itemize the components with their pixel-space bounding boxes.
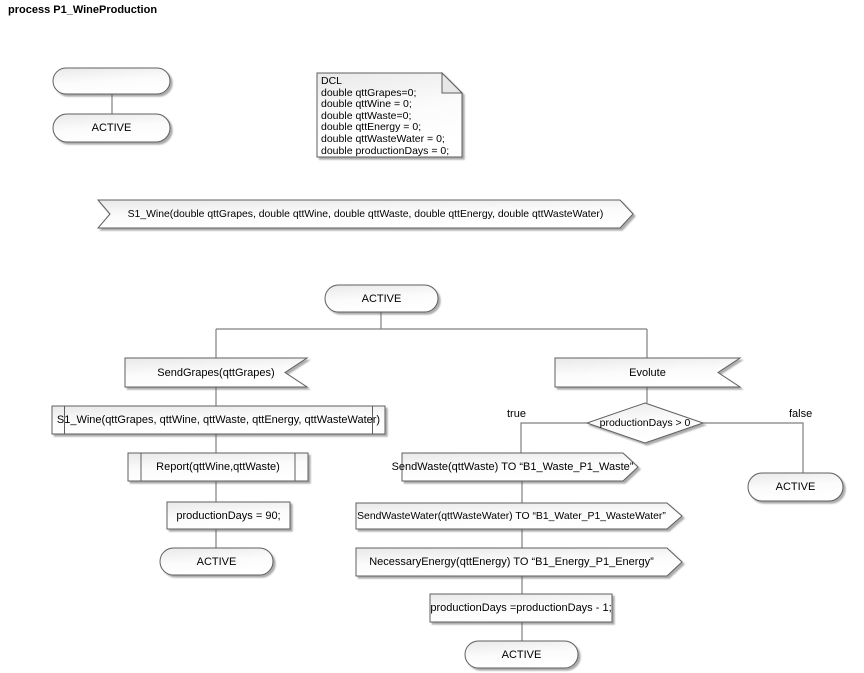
procedure-report-sidelines (140, 453, 296, 481)
procedure-s1wine-shape[interactable] (51, 405, 386, 435)
dcl-note-fold (441, 71, 464, 94)
dcl-note-shape[interactable] (316, 72, 463, 158)
dcl-line: double qttWasteWater = 0; (321, 132, 445, 145)
initial-state-shape[interactable] (52, 113, 171, 143)
branch-false-label: false (789, 408, 813, 420)
procedure-report-shape[interactable] (127, 452, 309, 482)
task-productiondays-decrement-shape[interactable] (429, 593, 613, 623)
output-sendwastewater-shape[interactable] (355, 502, 683, 530)
dcl-note-text: DCL double qttGrapes=0; double qttWine =… (321, 75, 461, 157)
diagram-title: process P1_WineProduction (8, 4, 158, 16)
dcl-line: double qttWine = 0; (321, 98, 412, 111)
signal-declaration-shape[interactable] (96, 199, 634, 229)
main-state-shape[interactable] (324, 284, 439, 313)
procedure-s1wine-sidelines (64, 406, 373, 434)
task-productiondays90-shape[interactable] (166, 501, 291, 530)
start-state-shape[interactable] (52, 67, 171, 95)
false-end-state-shape[interactable] (747, 472, 844, 502)
dcl-line: double qttGrapes=0; (321, 86, 417, 99)
decision-diamond-shape[interactable] (585, 402, 705, 444)
dcl-line: double qttEnergy = 0; (321, 121, 422, 134)
connector-lines (111, 94, 804, 641)
output-necessaryenergy-shape[interactable] (355, 547, 683, 577)
true-end-state-shape[interactable] (464, 640, 579, 669)
input-evolute-shape[interactable] (554, 357, 742, 388)
dcl-line: double productionDays = 0; (321, 144, 450, 157)
dcl-line: DCL (321, 75, 343, 87)
output-sendwaste-shape[interactable] (401, 452, 639, 482)
branch-true-label: true (507, 408, 526, 420)
left-end-state-shape[interactable] (159, 547, 274, 576)
dcl-line: double qttWaste=0; (321, 109, 412, 122)
input-sendgrapes-shape[interactable] (124, 357, 309, 388)
